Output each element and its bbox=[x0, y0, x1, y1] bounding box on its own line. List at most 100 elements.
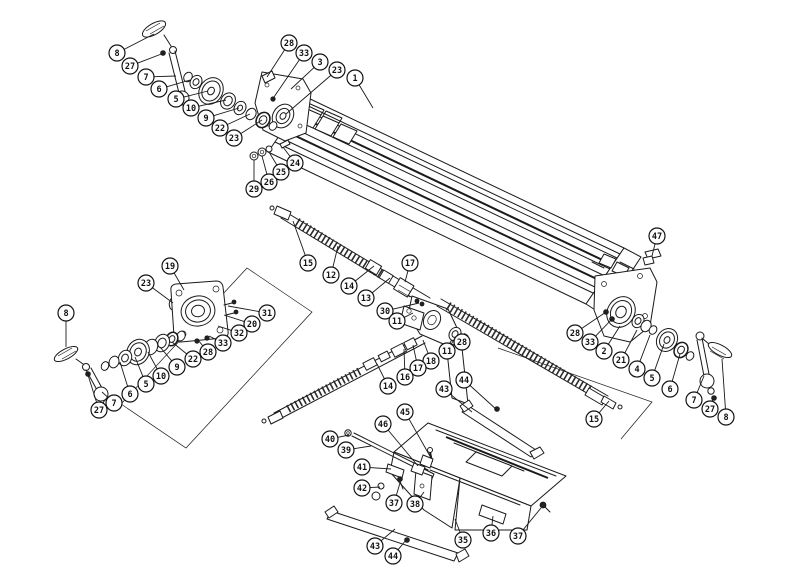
callout-balloon-46: 46 bbox=[374, 415, 419, 467]
clip-part-28 bbox=[261, 70, 276, 84]
callout-balloon-27: 27 bbox=[121, 52, 165, 75]
saddle-outline-left bbox=[120, 267, 313, 449]
svg-text:28: 28 bbox=[284, 39, 294, 49]
svg-text:17: 17 bbox=[413, 364, 423, 374]
svg-text:44: 44 bbox=[388, 552, 398, 562]
svg-text:5: 5 bbox=[173, 95, 178, 105]
svg-text:18: 18 bbox=[426, 357, 436, 367]
left-flange-assembly-drawing bbox=[168, 280, 239, 344]
callout-balloon-21: 21 bbox=[612, 329, 638, 369]
callout-balloon-8: 8 bbox=[108, 33, 155, 62]
svg-text:45: 45 bbox=[400, 408, 410, 418]
svg-text:15: 15 bbox=[589, 415, 599, 425]
svg-text:24: 24 bbox=[290, 159, 300, 169]
callout-balloon-27: 27 bbox=[87, 374, 108, 419]
svg-text:5: 5 bbox=[649, 374, 654, 384]
svg-text:6: 6 bbox=[667, 385, 672, 395]
callout-balloon-33: 33 bbox=[208, 334, 232, 352]
callout-balloon-36: 36 bbox=[482, 515, 500, 542]
callout-balloon-33: 33 bbox=[273, 44, 313, 98]
callout-balloon-44: 44 bbox=[384, 539, 407, 565]
svg-text:15: 15 bbox=[303, 259, 313, 269]
callout-balloon-11: 11 bbox=[388, 312, 414, 330]
callout-balloon-15: 15 bbox=[292, 220, 317, 272]
callout-balloons: 8277651092223292625242833323115121413173… bbox=[57, 33, 735, 565]
svg-text:40: 40 bbox=[325, 435, 335, 445]
svg-text:13: 13 bbox=[361, 294, 371, 304]
svg-text:41: 41 bbox=[357, 463, 367, 473]
svg-text:36: 36 bbox=[486, 529, 496, 539]
svg-text:43: 43 bbox=[370, 542, 380, 552]
callout-balloon-45: 45 bbox=[396, 403, 432, 459]
callout-balloon-25: 25 bbox=[268, 151, 290, 181]
callout-balloon-14: 14 bbox=[376, 363, 397, 395]
svg-text:25: 25 bbox=[276, 168, 286, 178]
callout-balloon-28: 28 bbox=[453, 332, 471, 351]
callout-balloon-3: 3 bbox=[290, 53, 329, 90]
callout-balloon-16: 16 bbox=[396, 348, 414, 386]
callout-balloon-14: 14 bbox=[340, 265, 375, 295]
svg-text:16: 16 bbox=[400, 373, 410, 383]
callout-balloon-28: 28 bbox=[266, 34, 298, 78]
svg-text:1: 1 bbox=[352, 74, 357, 84]
callout-balloon-7: 7 bbox=[137, 68, 177, 86]
screw-part-33 bbox=[270, 96, 276, 102]
svg-text:7: 7 bbox=[691, 396, 696, 406]
callout-balloon-38: 38 bbox=[406, 491, 425, 513]
callout-balloon-10: 10 bbox=[182, 99, 227, 117]
right-leadscrew-drawing bbox=[436, 298, 623, 410]
callout-balloon-28: 28 bbox=[566, 311, 607, 342]
svg-text:2: 2 bbox=[601, 347, 606, 357]
svg-text:23: 23 bbox=[141, 279, 151, 289]
svg-text:7: 7 bbox=[143, 73, 148, 83]
callout-balloon-42: 42 bbox=[353, 479, 381, 497]
callout-balloon-27: 27 bbox=[701, 397, 719, 418]
callout-balloon-41: 41 bbox=[353, 458, 392, 476]
svg-text:5: 5 bbox=[143, 380, 148, 390]
callout-balloon-31: 31 bbox=[227, 304, 276, 322]
callout-balloon-43: 43 bbox=[435, 380, 473, 413]
callout-balloon-1: 1 bbox=[346, 69, 374, 109]
callout-balloon-17: 17 bbox=[409, 344, 427, 377]
callout-balloon-9: 9 bbox=[159, 346, 186, 376]
svg-text:9: 9 bbox=[174, 363, 179, 373]
svg-text:38: 38 bbox=[410, 500, 420, 510]
callout-balloon-19: 19 bbox=[161, 257, 185, 291]
svg-text:42: 42 bbox=[357, 484, 367, 494]
svg-text:7: 7 bbox=[111, 399, 116, 409]
callout-balloon-18: 18 bbox=[422, 339, 440, 370]
svg-text:28: 28 bbox=[570, 329, 580, 339]
svg-text:6: 6 bbox=[127, 390, 132, 400]
callout-balloon-33: 33 bbox=[581, 318, 613, 351]
svg-text:44: 44 bbox=[459, 376, 469, 386]
callout-balloon-7: 7 bbox=[101, 391, 123, 412]
callout-balloon-37: 37 bbox=[509, 507, 542, 545]
callout-balloon-47: 47 bbox=[648, 227, 666, 257]
svg-text:29: 29 bbox=[249, 185, 259, 195]
svg-text:33: 33 bbox=[299, 49, 309, 59]
callout-balloon-6: 6 bbox=[661, 353, 681, 398]
svg-text:37: 37 bbox=[389, 499, 399, 509]
svg-text:37: 37 bbox=[513, 532, 523, 542]
svg-text:19: 19 bbox=[165, 262, 175, 272]
callout-balloon-40: 40 bbox=[321, 430, 350, 448]
svg-text:14: 14 bbox=[383, 382, 393, 392]
svg-text:17: 17 bbox=[405, 259, 415, 269]
svg-text:20: 20 bbox=[247, 320, 257, 330]
callout-balloon-24: 24 bbox=[282, 146, 304, 172]
svg-text:23: 23 bbox=[332, 66, 342, 76]
saddle-outline-right bbox=[497, 347, 653, 440]
callout-balloon-39: 39 bbox=[337, 441, 372, 459]
callout-balloon-5: 5 bbox=[167, 90, 209, 108]
svg-text:8: 8 bbox=[63, 309, 68, 319]
callout-balloon-17: 17 bbox=[401, 254, 419, 283]
callout-balloon-2: 2 bbox=[595, 325, 621, 360]
callout-balloon-12: 12 bbox=[322, 245, 340, 284]
svg-text:27: 27 bbox=[125, 62, 135, 72]
callout-balloon-32: 32 bbox=[217, 324, 248, 342]
svg-text:11: 11 bbox=[392, 317, 402, 327]
left-handwheel-assembly-drawing bbox=[53, 330, 186, 407]
callout-balloon-26: 26 bbox=[260, 155, 278, 191]
callout-balloon-6: 6 bbox=[119, 361, 139, 403]
